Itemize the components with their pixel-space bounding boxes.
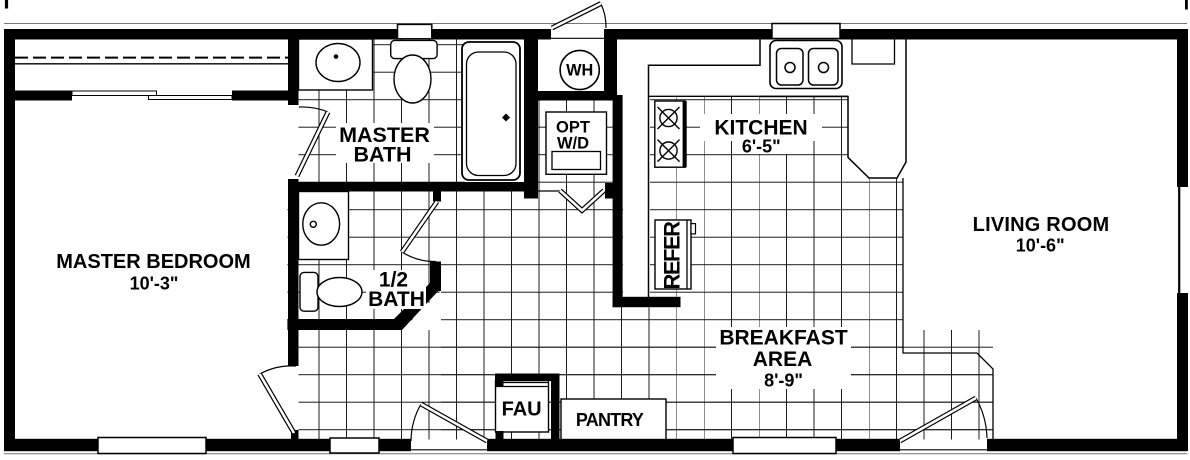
svg-text:W/D: W/D — [557, 135, 589, 153]
svg-text:MASTER: MASTER — [339, 123, 430, 147]
svg-text:FAU: FAU — [502, 399, 542, 421]
svg-text:KITCHEN: KITCHEN — [714, 117, 807, 140]
svg-text:6'-5": 6'-5" — [742, 137, 781, 157]
svg-text:AREA: AREA — [753, 348, 813, 371]
svg-text:REFER: REFER — [660, 221, 685, 290]
svg-text:BATH: BATH — [353, 143, 411, 167]
svg-text:10'-6": 10'-6" — [1016, 236, 1065, 256]
svg-text:OPT: OPT — [556, 119, 590, 137]
svg-text:8'-9": 8'-9" — [764, 371, 803, 391]
svg-text:MASTER BEDROOM: MASTER BEDROOM — [56, 251, 250, 273]
svg-text:WH: WH — [566, 62, 593, 80]
svg-text:LIVING ROOM: LIVING ROOM — [973, 214, 1110, 236]
svg-text:BATH: BATH — [368, 288, 425, 311]
svg-text:10'-3": 10'-3" — [130, 274, 179, 294]
svg-text:1/2: 1/2 — [379, 269, 408, 292]
svg-text:PANTRY: PANTRY — [576, 410, 644, 430]
svg-text:BREAKFAST: BREAKFAST — [719, 327, 848, 350]
